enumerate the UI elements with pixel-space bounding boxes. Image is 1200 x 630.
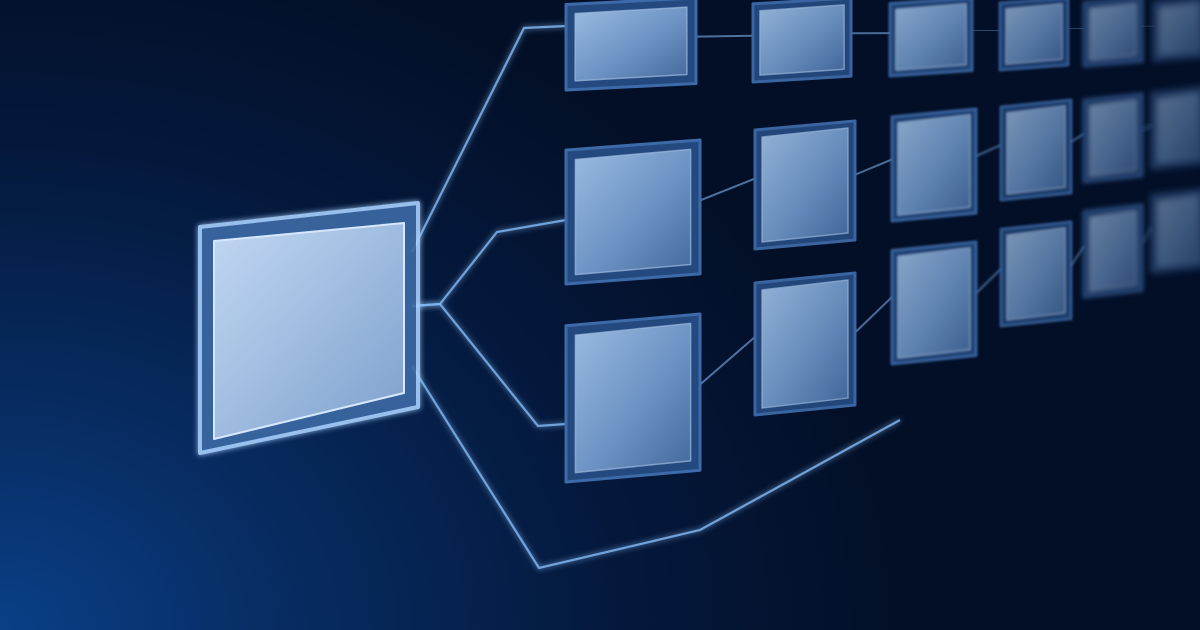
node-branch-lower-3	[890, 240, 978, 366]
node-branch-top-3	[888, 0, 974, 78]
connector-branch-middle-2-3	[854, 158, 893, 176]
connector-branch-lower-4-5	[1070, 245, 1085, 267]
connector-root-branch-top	[411, 24, 567, 253]
root-layer	[198, 201, 420, 455]
node-branch-middle-1	[564, 138, 702, 286]
connector-branch-middle-1-2	[699, 177, 756, 202]
connector-branch-top-5-6	[1141, 24, 1155, 28]
connector-root-branch-lower	[411, 302, 567, 428]
node-branch-middle-3	[890, 107, 978, 223]
node-branch-lower-1	[564, 312, 702, 484]
connector-branch-middle-5-6	[1141, 123, 1153, 132]
node-branch-lower-2	[753, 271, 857, 417]
node-branch-middle-5	[1082, 92, 1144, 184]
node-branch-middle-6	[1150, 86, 1200, 170]
connector-branch-top-1-2	[695, 34, 754, 38]
connector-layer	[314, 24, 1155, 630]
connector-root-branch-bottom	[411, 365, 901, 570]
connector-branch-lower-5-6	[1141, 226, 1153, 245]
connector-branch-middle-3-4	[975, 144, 1002, 157]
node-branch-middle-4	[999, 98, 1073, 202]
connector-branch-lower-2-3	[854, 296, 893, 334]
node-layer	[564, 0, 1200, 484]
connector-branch-lower-3-4	[975, 268, 1002, 294]
node-branch-lower-6	[1150, 188, 1200, 274]
node-branch-top-5	[1082, 0, 1144, 68]
node-branch-top-1	[564, 0, 698, 92]
connector-branch-middle-4-5	[1070, 132, 1085, 143]
node-branch-top-4	[998, 0, 1070, 72]
connector-branch-lower-1-2	[699, 336, 756, 386]
node-branch-lower-4	[999, 220, 1073, 328]
node-branch-top-2	[751, 0, 853, 84]
node-branch-middle-2	[753, 119, 857, 251]
connector-root-branch-middle	[411, 218, 567, 308]
root-node	[198, 201, 420, 455]
node-branch-top-6	[1152, 0, 1200, 62]
node-branch-lower-5	[1082, 203, 1144, 299]
